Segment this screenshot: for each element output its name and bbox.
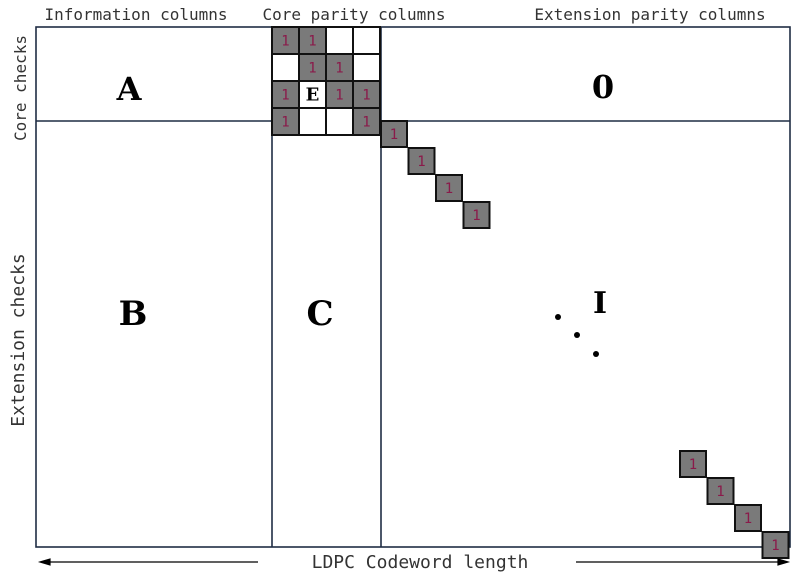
arrow-right-head bbox=[777, 558, 791, 566]
matrix-entry-one: 1 bbox=[308, 61, 316, 77]
matrix-entry-one: 1 bbox=[362, 115, 370, 131]
core-checks-label: Core checks bbox=[11, 35, 30, 141]
core-grid-cell bbox=[298, 53, 327, 82]
block-e-label: E bbox=[306, 85, 320, 106]
codeword-length-arrow bbox=[37, 558, 791, 566]
ellipsis-dots bbox=[555, 314, 599, 357]
matrix-entry-one: 1 bbox=[472, 208, 480, 224]
matrix-entry-one: 1 bbox=[744, 511, 752, 527]
matrix-entry-one: 1 bbox=[281, 34, 289, 50]
matrix-entry-one: 1 bbox=[445, 181, 453, 197]
identity-cell bbox=[407, 147, 436, 175]
matrix-entry-one: 1 bbox=[281, 115, 289, 131]
identity-cell bbox=[435, 174, 463, 202]
matrix-entry-one: 1 bbox=[417, 154, 425, 170]
parity-check-matrix bbox=[35, 26, 791, 548]
identity-cell bbox=[679, 450, 707, 478]
matrix-entry-one: 1 bbox=[281, 88, 289, 104]
arrow-left-head bbox=[37, 558, 51, 566]
identity-cell bbox=[734, 504, 762, 532]
identity-cell bbox=[706, 477, 735, 505]
core-grid-cell bbox=[325, 26, 354, 55]
core-grid-cell bbox=[352, 26, 381, 55]
block-c-label: C bbox=[306, 294, 333, 334]
core-grid-cell bbox=[298, 107, 327, 136]
core-grid-cell bbox=[298, 26, 327, 55]
core-grid-cell bbox=[352, 53, 381, 82]
core-parity-columns-label: Core parity columns bbox=[262, 5, 445, 24]
matrix-entry-one: 1 bbox=[335, 61, 343, 77]
identity-diagonal-bottom: 1 1 1 1 bbox=[679, 450, 790, 559]
core-grid-cell bbox=[271, 26, 300, 55]
information-columns-label: Information columns bbox=[44, 5, 227, 24]
block-b-label: B bbox=[119, 294, 148, 334]
matrix-border bbox=[35, 26, 791, 548]
ellipsis-dot bbox=[593, 351, 599, 357]
block-i-label: I bbox=[593, 286, 607, 321]
ellipsis-dot bbox=[574, 332, 580, 338]
matrix-entry-one: 1 bbox=[308, 34, 316, 50]
extension-parity-columns-label: Extension parity columns bbox=[534, 5, 765, 24]
core-grid-cell bbox=[325, 107, 354, 136]
identity-cell bbox=[761, 531, 790, 559]
matrix-entry-one: 1 bbox=[716, 484, 724, 500]
matrix-entry-one: 1 bbox=[362, 88, 370, 104]
core-grid-cell bbox=[271, 53, 300, 82]
ellipsis-dot bbox=[555, 314, 561, 320]
identity-diagonal-top: 1 1 1 1 bbox=[380, 120, 491, 229]
extension-checks-label: Extension checks bbox=[8, 253, 29, 426]
block-a-label: A bbox=[116, 70, 143, 108]
identity-cell bbox=[462, 201, 491, 229]
codeword-length-label: LDPC Codeword length bbox=[312, 552, 529, 572]
block-zero-label: 0 bbox=[592, 68, 614, 106]
matrix-entry-one: 1 bbox=[335, 88, 343, 104]
matrix-entry-one: 1 bbox=[689, 457, 697, 473]
matrix-entry-one: 1 bbox=[390, 127, 398, 143]
core-grid-cell bbox=[352, 107, 381, 136]
identity-cell bbox=[380, 120, 408, 148]
matrix-entry-one: 1 bbox=[771, 538, 779, 554]
